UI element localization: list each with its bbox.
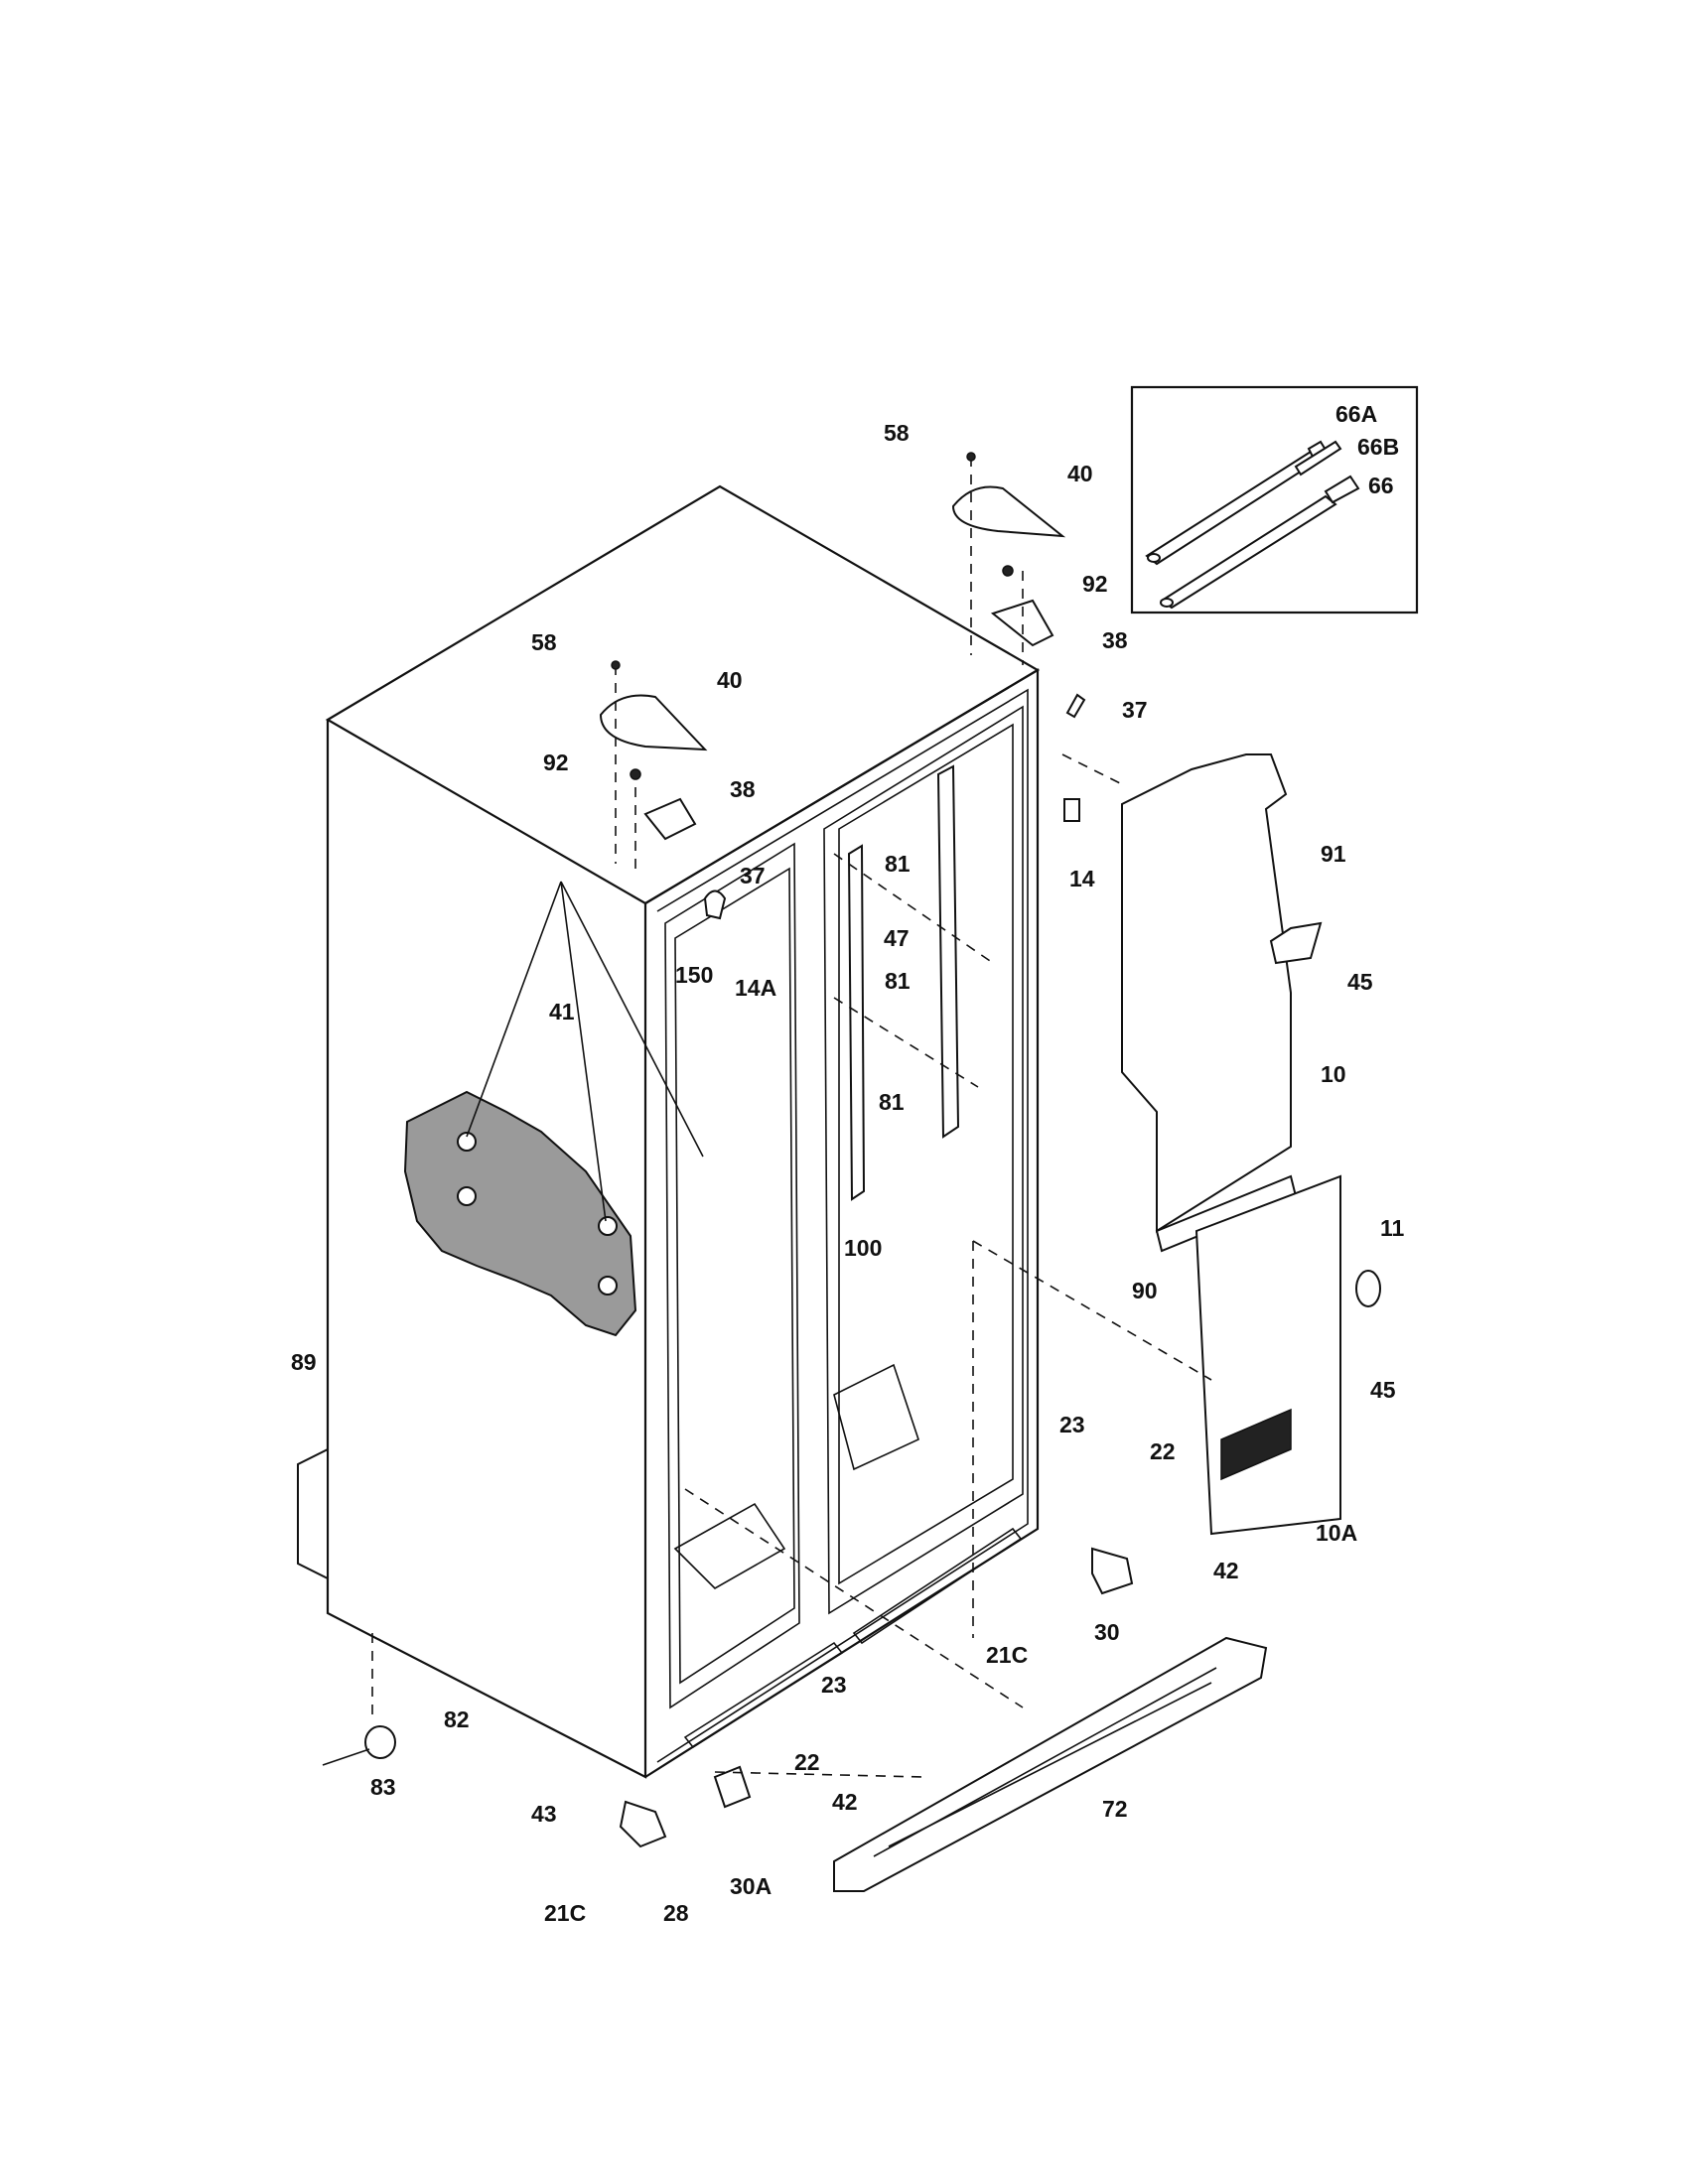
label-42: 42 — [832, 1789, 858, 1815]
label-150: 150 — [675, 962, 713, 988]
label-66: 66 — [1368, 473, 1394, 498]
cabinet-body — [325, 484, 1041, 1779]
back-panels — [1063, 753, 1381, 1536]
label-90: 90 — [1132, 1278, 1158, 1303]
label-40: 40 — [1067, 461, 1093, 486]
label-30a: 30A — [730, 1873, 772, 1899]
label-21c: 21C — [544, 1900, 586, 1926]
label-22: 22 — [794, 1749, 820, 1775]
label-81: 81 — [885, 968, 911, 994]
label-83: 83 — [370, 1774, 396, 1800]
label-66a: 66A — [1335, 401, 1377, 427]
label-23: 23 — [821, 1672, 847, 1698]
label-58: 58 — [884, 420, 910, 446]
label-37: 37 — [740, 863, 766, 888]
label-14a: 14A — [735, 975, 776, 1001]
label-72: 72 — [1102, 1796, 1128, 1822]
part-labels: 66A 66B 66 58 40 92 38 37 58 40 92 38 37… — [291, 401, 1405, 1926]
label-45: 45 — [1370, 1377, 1396, 1403]
label-14: 14 — [1069, 866, 1095, 891]
insulation-cutaway — [403, 881, 704, 1337]
label-45: 45 — [1347, 969, 1373, 995]
label-38: 38 — [1102, 627, 1128, 653]
label-81: 81 — [879, 1089, 905, 1115]
base-parts — [297, 1447, 1268, 1892]
label-47: 47 — [884, 925, 910, 951]
label-92: 92 — [543, 750, 569, 775]
label-10: 10 — [1321, 1061, 1346, 1087]
label-66b: 66B — [1357, 434, 1399, 460]
label-82: 82 — [444, 1706, 470, 1732]
label-100: 100 — [844, 1235, 882, 1261]
hinge-parts — [599, 452, 1086, 920]
label-42: 42 — [1213, 1558, 1239, 1583]
label-37: 37 — [1122, 697, 1148, 723]
label-21c: 21C — [986, 1642, 1028, 1668]
label-81: 81 — [885, 851, 911, 877]
guide-lines — [371, 753, 1212, 1778]
label-89: 89 — [291, 1349, 317, 1375]
label-43: 43 — [531, 1801, 557, 1827]
label-91: 91 — [1321, 841, 1346, 867]
door-stop-inset — [1130, 385, 1419, 614]
label-22: 22 — [1150, 1438, 1176, 1464]
label-58: 58 — [531, 629, 557, 655]
label-92: 92 — [1082, 571, 1108, 597]
label-28: 28 — [663, 1900, 689, 1926]
label-23: 23 — [1059, 1412, 1085, 1437]
label-40: 40 — [717, 667, 743, 693]
label-11: 11 — [1380, 1215, 1405, 1241]
label-41: 41 — [549, 999, 575, 1024]
label-38: 38 — [730, 776, 756, 802]
label-30: 30 — [1094, 1619, 1120, 1645]
label-10a: 10A — [1316, 1520, 1357, 1546]
